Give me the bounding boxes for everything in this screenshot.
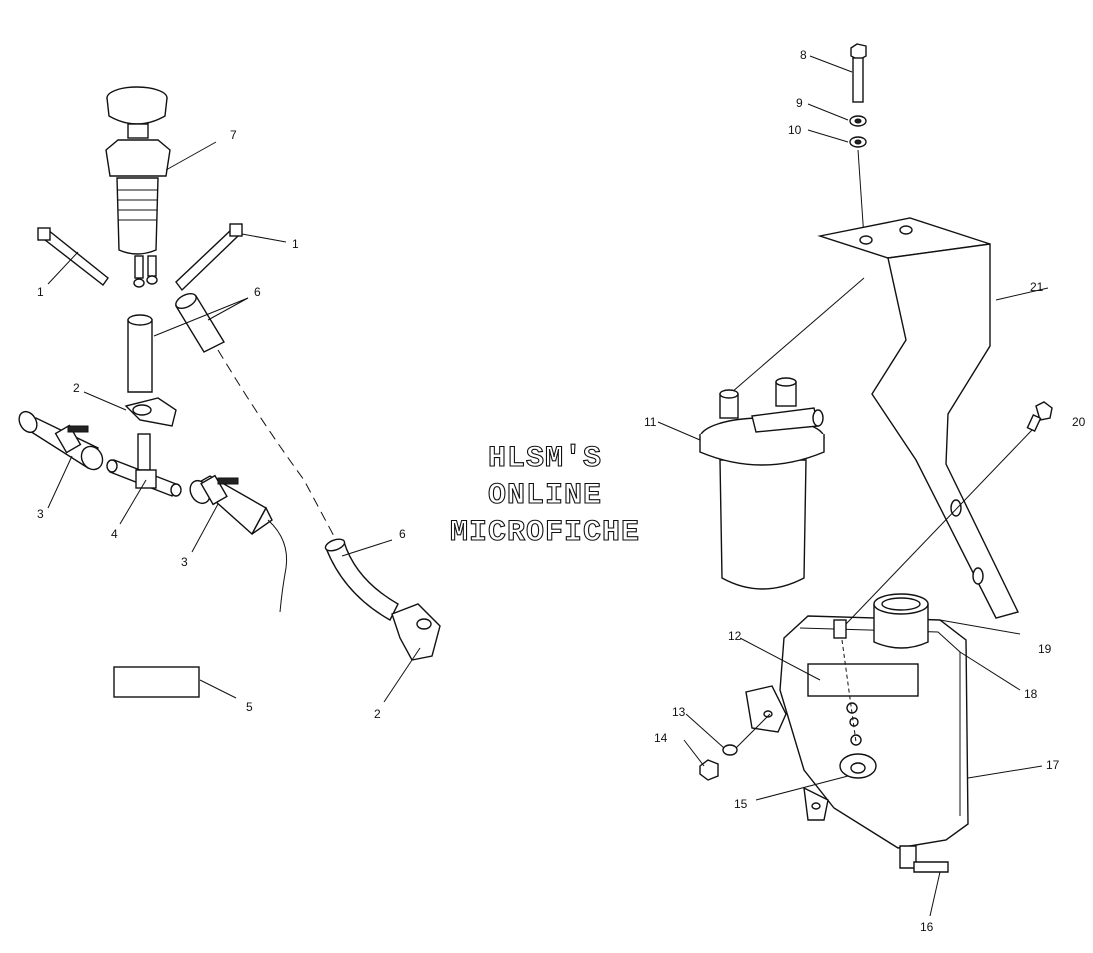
- callout-9: 9: [796, 96, 803, 110]
- tee-fitting: [106, 433, 182, 497]
- callout-2-lower: 2: [374, 707, 381, 721]
- callout-10: 10: [788, 123, 802, 137]
- callout-21: 21: [1030, 280, 1044, 294]
- callout-1-right: 1: [292, 237, 299, 251]
- callout-7: 7: [230, 128, 237, 142]
- callout-4: 4: [111, 527, 118, 541]
- fuel-hose-short: [127, 314, 153, 393]
- callout-8: 8: [800, 48, 807, 62]
- callout-3-left: 3: [37, 507, 44, 521]
- grommet-lower: [391, 603, 441, 661]
- callout-17: 17: [1046, 758, 1060, 772]
- nut: [699, 759, 719, 781]
- bolt: [850, 43, 867, 103]
- callout-16: 16: [920, 920, 934, 934]
- washer: [722, 744, 738, 756]
- fuel-hose-lower: [324, 538, 399, 621]
- bracket-bolt: [1026, 401, 1053, 432]
- watermark-line-2: ONLINE: [488, 479, 602, 513]
- callout-5: 5: [246, 700, 253, 714]
- callout-14: 14: [654, 731, 668, 745]
- callout-3-right: 3: [181, 555, 188, 569]
- cable-tie-left: [37, 227, 109, 287]
- callout-6-lower: 6: [399, 527, 406, 541]
- lock-washer-hole: [854, 118, 862, 124]
- watermark-line-1: HLSM'S: [488, 442, 602, 476]
- callout-19: 19: [1038, 642, 1052, 656]
- mounting-bracket: [817, 217, 1019, 619]
- callout-11: 11: [644, 415, 657, 429]
- leader-lines: [47, 55, 1049, 917]
- flat-washer-hole: [854, 139, 862, 145]
- callout-2-upper: 2: [73, 381, 80, 395]
- watermark: HLSM'S ONLINE MICROFICHE: [449, 441, 640, 550]
- callout-6-upper: 6: [254, 285, 261, 299]
- callout-numbers: 7 1 1 6 2 3 4 3 6 5 2 8 9 10 21 11 20 12…: [37, 48, 1086, 934]
- callout-18: 18: [1024, 687, 1038, 701]
- decal: [113, 666, 200, 698]
- callout-13: 13: [672, 705, 686, 719]
- primer-pump: [105, 86, 171, 288]
- callout-20: 20: [1072, 415, 1086, 429]
- callout-12: 12: [728, 629, 742, 643]
- fuel-line-dashed: [217, 349, 337, 541]
- grommet-upper: [124, 397, 177, 427]
- watermark-line-3: MICROFICHE: [450, 516, 640, 550]
- callout-1-left: 1: [37, 285, 44, 299]
- fuel-hose-upper: [175, 292, 225, 353]
- callout-15: 15: [734, 797, 748, 811]
- hose-with-clamp-right: [189, 474, 273, 536]
- cable-tie-right: [175, 223, 243, 292]
- fuel-filter: [699, 377, 825, 590]
- vent-line: [267, 519, 288, 613]
- oil-tank: [745, 593, 969, 873]
- hose-with-clamp-left: [18, 410, 104, 471]
